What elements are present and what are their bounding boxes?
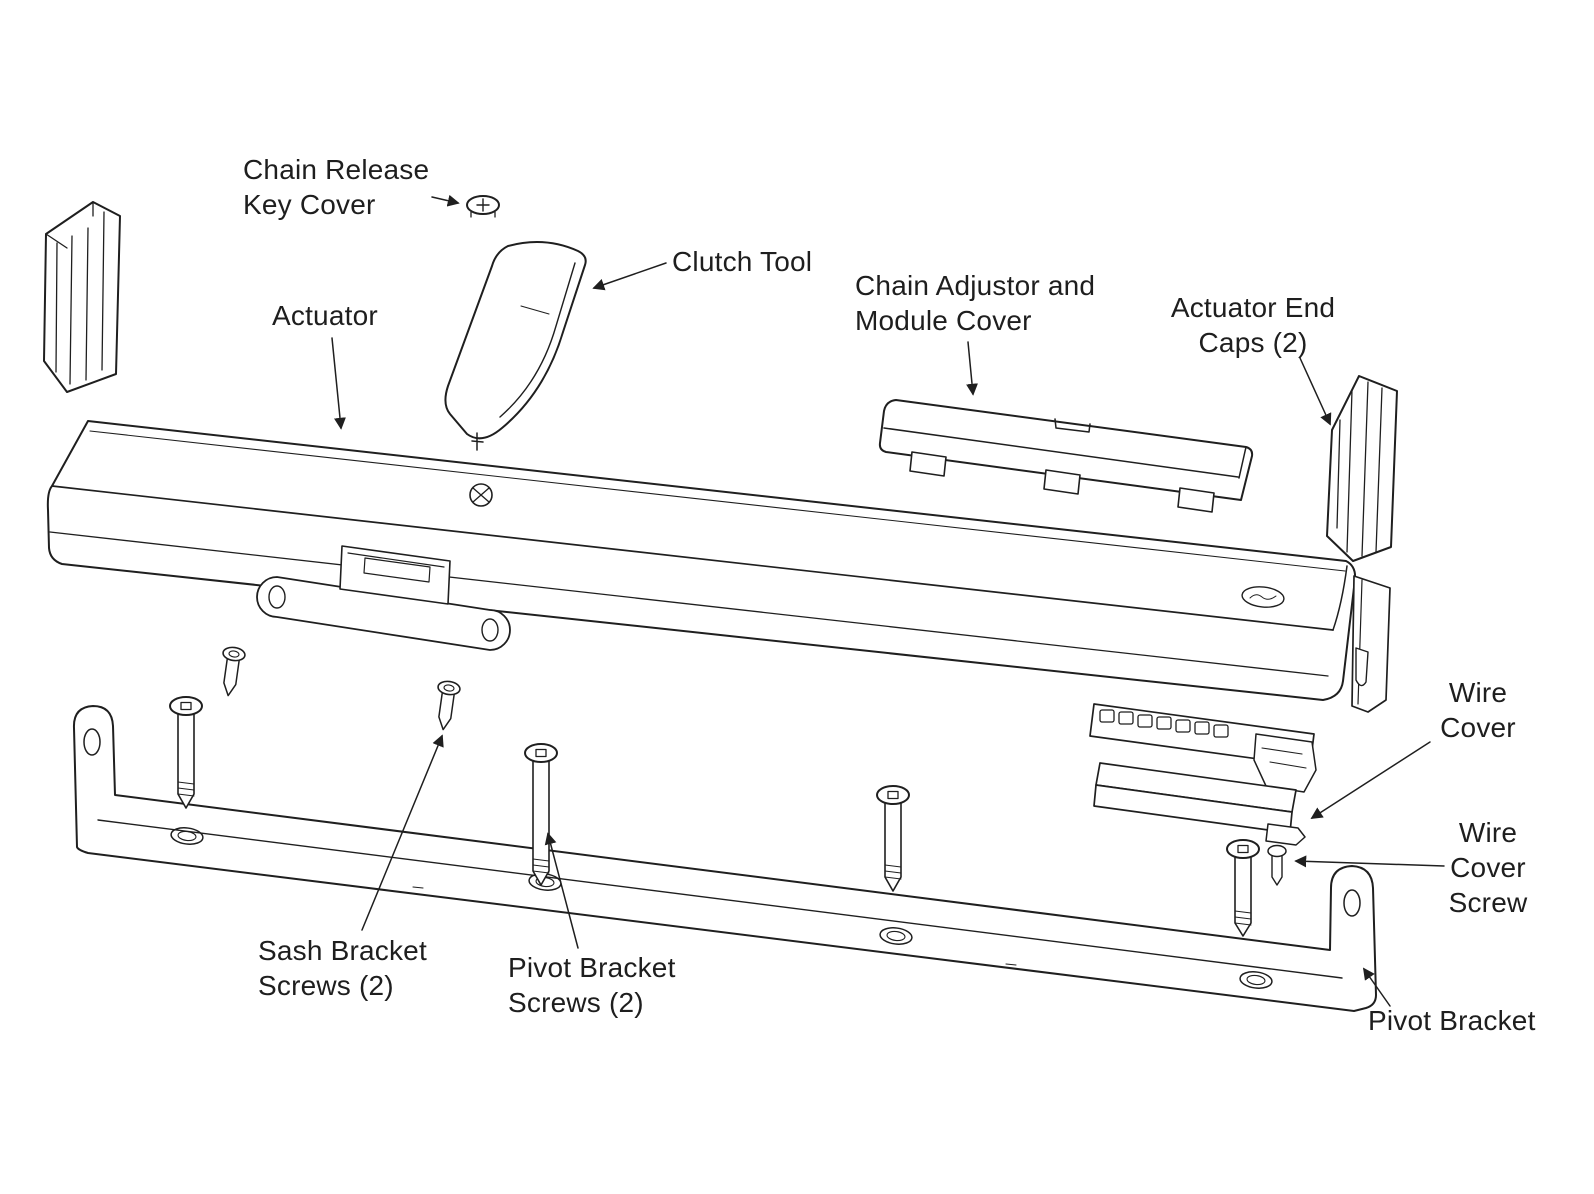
pivot-bracket-screw-drawing	[169, 696, 203, 809]
pivot-bracket-screw-drawing	[1226, 839, 1260, 937]
pivot-bracket-screw-drawing	[524, 743, 558, 886]
leader-pivot-bracket	[1362, 967, 1391, 1007]
leader-wire-cover-screw	[1294, 855, 1445, 868]
pivot-bracket-screw-drawing	[876, 785, 910, 892]
actuator-drawing	[46, 420, 1391, 793]
leader-actuator-end-caps	[1299, 357, 1332, 426]
label-chain-release-key-cover: Chain Release Key Cover	[243, 154, 430, 220]
label-pivot-bracket: Pivot Bracket	[1368, 1005, 1536, 1036]
wire-cover-screw-drawing	[1267, 844, 1287, 886]
leader-sash-bracket-screws	[361, 734, 444, 931]
label-chain-adjustor-module-cover: Chain Adjustor and Module Cover	[855, 270, 1096, 336]
clutch-tool-drawing	[444, 241, 587, 451]
label-actuator-end-caps: Actuator End Caps (2)	[1170, 292, 1336, 358]
label-pivot-bracket-screws: Pivot Bracket Screws (2)	[508, 952, 676, 1018]
leader-chain-adjustor	[966, 341, 978, 396]
leader-pivot-bracket-screws	[544, 832, 579, 949]
left-end-cap-drawing	[43, 201, 121, 393]
sash-bracket-screw-drawing	[222, 646, 246, 697]
pivot-bracket-drawing	[72, 705, 1377, 1012]
label-wire-cover: Wire Cover	[1440, 677, 1516, 743]
right-end-cap-drawing	[1326, 375, 1398, 562]
sash-bracket-screw-drawing	[437, 680, 461, 731]
leader-clutch-tool	[592, 262, 667, 291]
wire-cover-drawing	[1093, 762, 1306, 846]
leader-wire-cover	[1310, 741, 1431, 819]
label-actuator: Actuator	[272, 300, 378, 331]
leader-actuator	[331, 337, 346, 430]
label-sash-bracket-screws: Sash Bracket Screws (2)	[258, 935, 427, 1001]
label-wire-cover-screw: Wire Cover Screw	[1448, 817, 1528, 918]
chain-release-key-cover-drawing	[466, 195, 500, 218]
leader-chain-release-key-cover	[431, 194, 460, 207]
label-clutch-tool: Clutch Tool	[672, 246, 813, 277]
chain-adjustor-module-cover-drawing	[878, 399, 1254, 513]
